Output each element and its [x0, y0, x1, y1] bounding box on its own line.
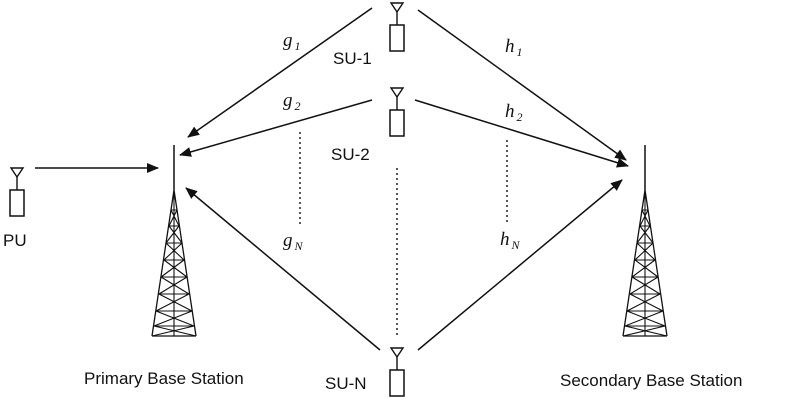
pu-label: PU: [3, 231, 27, 250]
pu-terminal-icon: [9, 167, 25, 217]
link-g1: [187, 7, 373, 138]
su-n-terminal-icon: [389, 347, 405, 397]
secondary-base-station-label: Secondary Base Station: [560, 371, 742, 390]
su-1-terminal-icon: [389, 2, 405, 52]
primary-base-station-label: Primary Base Station: [84, 369, 244, 388]
primary-base-station-tower-icon: [151, 144, 197, 337]
channel-links: [35, 7, 629, 351]
link-g2: [179, 99, 373, 157]
secondary-base-station-tower-icon: [622, 144, 668, 337]
link-hN: [417, 179, 623, 351]
link-h1: [417, 9, 627, 161]
su-1-label: SU-1: [333, 49, 372, 68]
su-n-label: SU-N: [325, 374, 367, 393]
link-h2: [414, 99, 629, 168]
su-2-terminal-icon: [389, 87, 405, 137]
ellipsis-dots: [299, 132, 508, 335]
su-2-label: SU-2: [331, 145, 370, 164]
link-gN: [185, 187, 381, 351]
